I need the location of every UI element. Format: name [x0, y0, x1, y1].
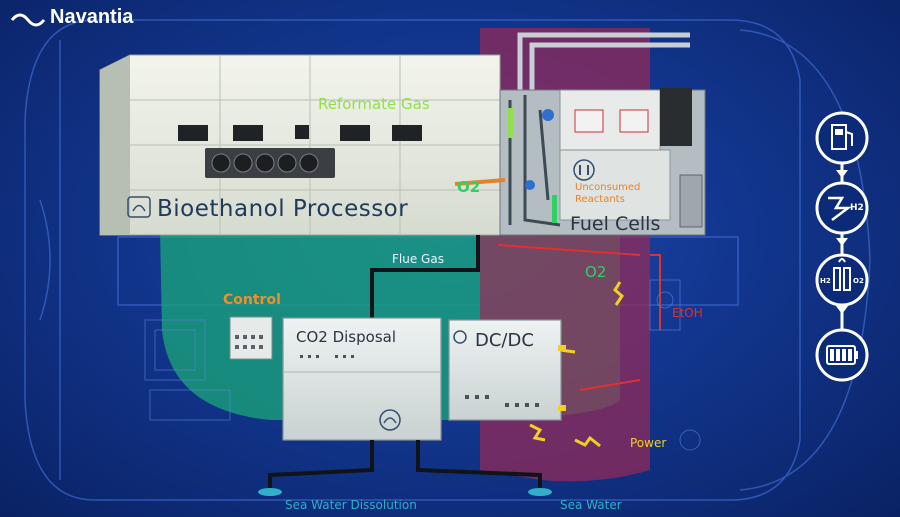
label-sea-water-dissolution: Sea Water Dissolution — [285, 498, 417, 512]
label-co2-disposal: CO2 Disposal — [296, 328, 396, 346]
background-machinery — [144, 279, 701, 451]
label-sea-water: Sea Water — [560, 498, 622, 512]
label-unconsumed-reactants: Unconsumed Reactants — [575, 182, 641, 205]
sea-water-pipes — [268, 440, 542, 490]
brand-name: Navantia — [50, 6, 134, 28]
sidebar-step-fuel — [815, 111, 869, 165]
o2-flow-arrow — [454, 178, 506, 186]
sea-water-outlet-left — [258, 488, 282, 496]
green-flow-bar — [552, 195, 557, 223]
label-fuel-cells: Fuel Cells — [570, 213, 661, 235]
label-control: Control — [223, 292, 281, 308]
sidebar-cell-right-text: O2 — [853, 277, 864, 285]
control-panel — [229, 316, 273, 360]
label-power: Power — [630, 436, 667, 450]
fuel-cell-rack — [499, 88, 706, 236]
sidebar-step-h2 — [815, 181, 869, 235]
reformate-flow-bar — [508, 108, 513, 138]
dcdc-unit — [448, 319, 566, 421]
label-dcdc: DC/DC — [475, 330, 534, 351]
sidebar-step-battery — [815, 328, 869, 382]
label-bioethanol-processor: Bioethanol Processor — [157, 196, 409, 222]
processor-logo-icon — [127, 196, 151, 218]
flue-gas-pipe — [370, 235, 480, 320]
sea-water-outlet-right — [528, 488, 552, 496]
label-o2-processor: O2 — [457, 178, 481, 196]
etoh-pipes — [497, 244, 661, 391]
sidebar-h2-text: H2 — [850, 203, 864, 213]
label-o2-right: O2 — [585, 263, 607, 281]
label-etoh: EtOH — [672, 306, 703, 320]
exhaust-pipes — [517, 32, 690, 90]
sidebar-step-fuel-cell — [815, 253, 869, 307]
co2-disposal-unit — [282, 317, 442, 441]
sidebar-cell-left-text: H2 — [820, 277, 831, 285]
label-reformate-gas: Reformate Gas — [318, 95, 430, 113]
process-flow-sidebar — [815, 111, 869, 382]
navantia-logo-icon — [10, 13, 46, 27]
water-drop-logo-icon — [379, 409, 401, 431]
label-flue-gas: Flue Gas — [392, 252, 444, 266]
fuel-cell-logo-icon — [573, 159, 595, 181]
